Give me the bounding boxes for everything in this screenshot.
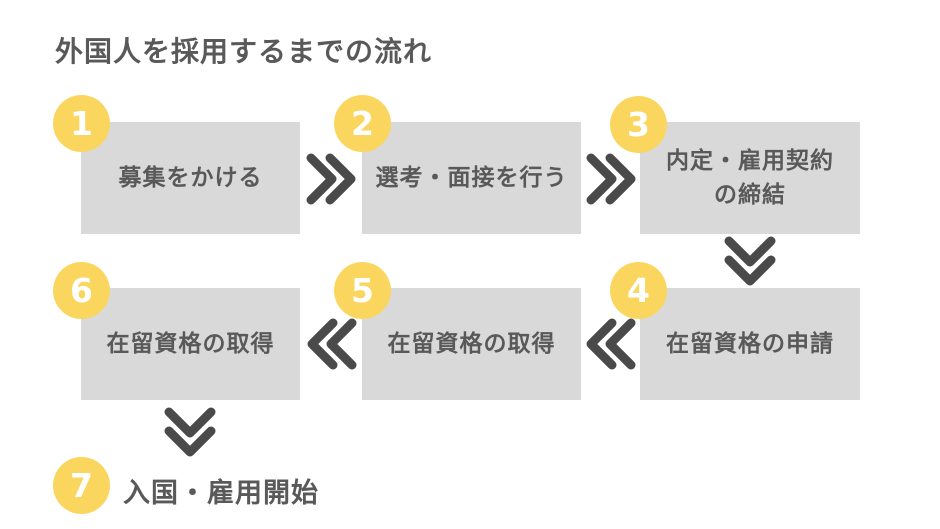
step-box-5: 在留資格の取得: [362, 288, 581, 400]
double-chevron-left-icon: [306, 316, 358, 372]
double-chevron-left-icon: [585, 316, 637, 372]
step-number-1: 1: [70, 104, 93, 143]
step-number-4: 4: [627, 271, 650, 310]
double-chevron-down-icon: [162, 406, 218, 458]
step-number-badge-2: 2: [334, 95, 391, 152]
step-label-6: 在留資格の取得: [106, 330, 275, 357]
step-box-1: 募集をかける: [81, 122, 300, 234]
step-box-6: 在留資格の取得: [81, 288, 300, 400]
step-number-badge-5: 5: [334, 262, 391, 319]
step-number-badge-3: 3: [610, 96, 667, 153]
step-number-badge-6: 6: [53, 262, 110, 319]
final-step-label: 入国・雇用開始: [123, 478, 319, 509]
step-label-2: 選考・面接を行う: [375, 164, 568, 191]
step-label-5: 在留資格の取得: [387, 330, 556, 357]
step-label-4: 在留資格の申請: [666, 330, 834, 357]
step-box-3: 内定・雇用契約 の締結: [640, 122, 860, 234]
step-number-badge-1: 1: [53, 95, 110, 152]
step-number-2: 2: [351, 104, 374, 143]
double-chevron-right-icon: [305, 151, 357, 207]
step-number-5: 5: [351, 271, 374, 310]
page-title: 外国人を採用するまでの流れ: [55, 35, 433, 68]
step-number-badge-4: 4: [610, 262, 667, 319]
step-label-1: 募集をかける: [118, 164, 263, 191]
step-number-3: 3: [627, 105, 650, 144]
step-number-badge-7: 7: [53, 457, 110, 514]
step-box-4: 在留資格の申請: [640, 288, 860, 400]
step-box-2: 選考・面接を行う: [362, 122, 581, 234]
double-chevron-right-icon: [585, 151, 637, 207]
step-number-7: 7: [70, 466, 93, 505]
step-number-6: 6: [70, 271, 93, 310]
step-label-3: 内定・雇用契約 の締結: [666, 147, 834, 209]
double-chevron-down-icon: [722, 235, 778, 287]
